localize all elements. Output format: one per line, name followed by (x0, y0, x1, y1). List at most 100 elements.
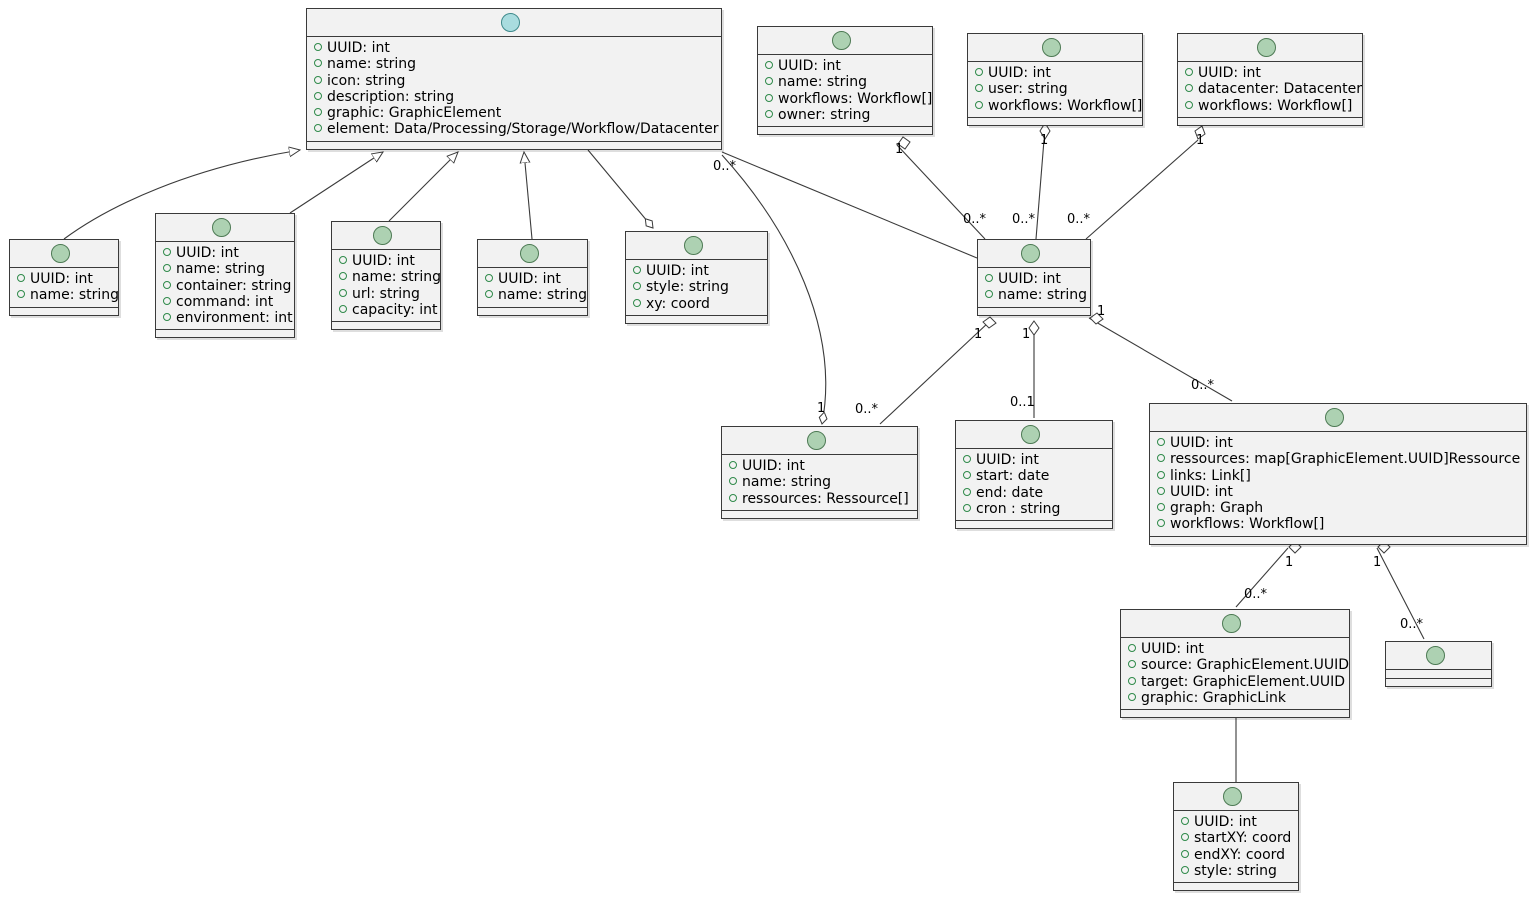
public-visibility-icon (1185, 68, 1193, 76)
edge-storage-ressource (388, 152, 458, 222)
public-visibility-icon (963, 503, 971, 512)
attribute-label: workflows: Workflow[] (778, 90, 933, 107)
attribute-row: capacity: int (339, 302, 438, 318)
multiplicity-label: 1 (1285, 555, 1294, 570)
attribute-row: UUID: int (485, 271, 581, 287)
attribute-row: UUID: int (339, 253, 434, 269)
public-visibility-icon (985, 290, 993, 299)
multiplicity-label: 1 (1373, 555, 1382, 570)
attribute-row: UUID: int (633, 263, 761, 279)
diamond-workflow-schedule (1028, 320, 1040, 336)
attribute-row: UUID: int (975, 65, 1136, 81)
class-icon (212, 218, 231, 237)
class-icon (832, 31, 851, 50)
attribute-row: graphic: GraphicElement (314, 105, 715, 121)
attribute-label: xy: coord (646, 295, 710, 312)
class-header-data (10, 240, 118, 268)
public-visibility-icon (339, 304, 347, 313)
attribute-label: graphic: GraphicElement (327, 105, 502, 122)
class-methods-compartment (332, 322, 440, 330)
public-visibility-icon (963, 487, 971, 496)
class-header-datacenterworkflows (1178, 34, 1362, 62)
attribute-row: UUID: int (963, 452, 1106, 468)
class-methods-compartment (1150, 536, 1526, 544)
attribute-label: UUID: int (1194, 814, 1257, 830)
class-icon (1425, 646, 1445, 665)
class-methods-compartment (10, 307, 118, 315)
attribute-label: container: string (176, 277, 292, 294)
attribute-row: UUID: int (163, 245, 288, 261)
attribute-row: UUID: int (1128, 641, 1343, 657)
public-visibility-icon (1157, 503, 1165, 512)
public-visibility-icon (1128, 676, 1136, 685)
class-header-workflow (978, 240, 1090, 268)
multiplicity-label: 1 (895, 142, 904, 157)
public-visibility-icon (163, 280, 171, 289)
attribute-label: graph: Graph (1170, 500, 1264, 517)
attribute-label: name: string (352, 269, 442, 286)
attribute-row: start: date (963, 468, 1106, 484)
attribute-row: command: int (163, 294, 288, 310)
attribute-label: UUID: int (1170, 483, 1233, 500)
class-icon (806, 431, 826, 450)
uml-class-resources[interactable] (1385, 641, 1492, 687)
class-icon (683, 236, 703, 255)
multiplicity-label: 0..* (713, 159, 737, 174)
attribute-row: graph: Graph (1157, 500, 1520, 516)
attribute-row: name: string (163, 261, 288, 277)
multiplicity-label: 1 (974, 327, 983, 342)
attribute-row: source: GraphicElement.UUID (1128, 657, 1349, 673)
attribute-label: UUID: int (998, 271, 1061, 287)
edge-ressource-graphicelement (587, 149, 653, 228)
attribute-row: user: string (975, 81, 1136, 97)
attribute-row: UUID: int (1185, 65, 1356, 81)
public-visibility-icon (1128, 644, 1136, 652)
class-header-storage (332, 222, 440, 250)
public-visibility-icon (765, 61, 773, 69)
class-methods-compartment (307, 141, 721, 149)
class-header-calendar (758, 27, 932, 55)
public-visibility-icon (17, 274, 25, 282)
class-attributes-graph: UUID: int ressources: map[GraphicElement.… (1150, 432, 1526, 537)
edge-datacenterworkflows-workflow (1085, 139, 1199, 240)
public-visibility-icon (314, 124, 322, 133)
class-methods-compartment (1121, 710, 1349, 718)
public-visibility-icon (963, 455, 971, 463)
public-visibility-icon (163, 264, 171, 273)
public-visibility-icon (314, 43, 322, 51)
class-header-workflowschedule (956, 421, 1112, 449)
uml-class-graph[interactable]: UUID: int ressources: map[GraphicElement.… (1149, 403, 1527, 545)
class-icon (51, 244, 70, 263)
public-visibility-icon (985, 274, 993, 282)
attribute-row: graphic: GraphicLink (1128, 690, 1343, 706)
attribute-label: ressources: map[GraphicElement.UUID]Ress… (1170, 451, 1521, 468)
public-visibility-icon (765, 77, 773, 86)
attribute-label: start: date (976, 468, 1050, 485)
attribute-row: workflows: Workflow[] (765, 91, 932, 107)
public-visibility-icon (633, 298, 641, 307)
attribute-row: name: string (339, 269, 441, 285)
class-header-ressource (307, 9, 721, 37)
edge-datacenter-ressource (524, 152, 533, 240)
multiplicity-label: 0..* (1067, 212, 1091, 227)
public-visibility-icon (163, 313, 171, 322)
attribute-label: target: GraphicElement.UUID (1141, 673, 1346, 690)
